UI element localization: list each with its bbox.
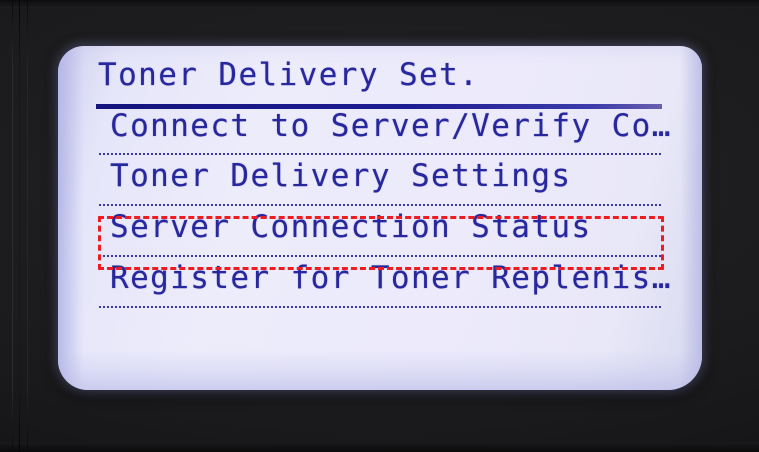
bezel-bottom-edge <box>0 442 759 452</box>
list-separator <box>98 306 662 308</box>
list-separator <box>98 153 662 155</box>
menu-item-connect-to-server[interactable]: Connect to Server/Verify Co… <box>110 108 672 144</box>
menu-item-toner-delivery-settings[interactable]: Toner Delivery Settings <box>110 158 572 194</box>
annotation-highlight-box <box>98 216 664 270</box>
page-title: Toner Delivery Set. <box>98 57 480 93</box>
title-underline-bar <box>96 104 662 109</box>
bezel-seam-line <box>27 0 28 452</box>
list-separator <box>98 204 662 206</box>
lcd-display-panel: Toner Delivery Set. Connect to Server/Ve… <box>58 46 702 390</box>
bezel-seam-line <box>12 0 13 452</box>
bezel-top-edge <box>0 0 759 8</box>
lcd-screen-content: Toner Delivery Set. Connect to Server/Ve… <box>58 46 702 390</box>
list-separator <box>98 255 662 257</box>
bezel-seam-line <box>19 0 20 452</box>
